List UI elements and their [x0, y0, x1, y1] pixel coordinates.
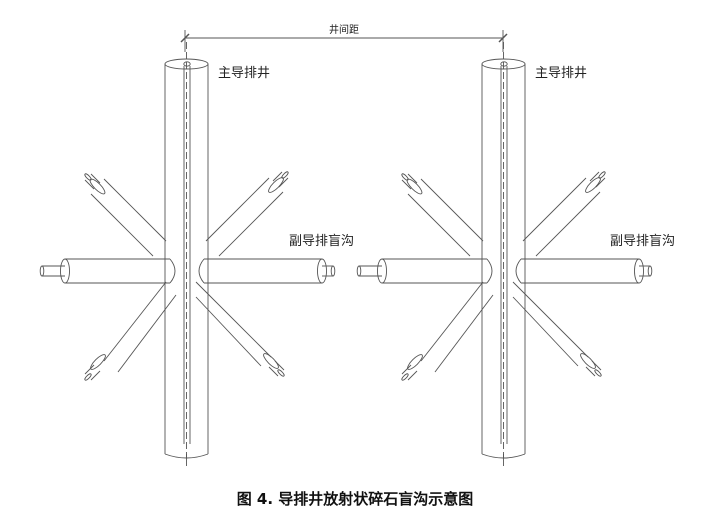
spacing-dimension — [180, 30, 508, 52]
right-well-assembly — [356, 42, 653, 466]
right-branch-drain-label: 副导排盲沟 — [610, 233, 675, 249]
left-branch-horizontal-right — [198, 258, 336, 284]
right-branch-horizontal-right — [515, 258, 653, 284]
left-branch-horizontal-left — [39, 258, 176, 284]
left-branch-upper-right — [205, 171, 289, 257]
left-branch-lower-left — [84, 281, 177, 381]
right-branch-lower-left — [401, 281, 494, 381]
right-main-well — [481, 42, 526, 466]
left-branch-upper-left — [84, 173, 167, 257]
right-branch-upper-right — [522, 171, 606, 257]
left-main-well-label: 主导排井 — [218, 66, 270, 81]
right-branch-lower-right — [512, 281, 602, 377]
right-branch-upper-left — [401, 173, 484, 257]
left-branch-drain-label: 副导排盲沟 — [289, 233, 354, 249]
right-branch-horizontal-left — [356, 258, 493, 284]
left-branch-lower-right — [195, 281, 285, 377]
well-spacing-label: 井间距 — [329, 23, 359, 36]
left-well-assembly — [39, 42, 336, 466]
left-main-well — [164, 42, 209, 466]
figure-caption: 图 4. 导排井放射状碎石盲沟示意图 — [236, 490, 474, 508]
right-main-well-label: 主导排井 — [535, 66, 587, 81]
